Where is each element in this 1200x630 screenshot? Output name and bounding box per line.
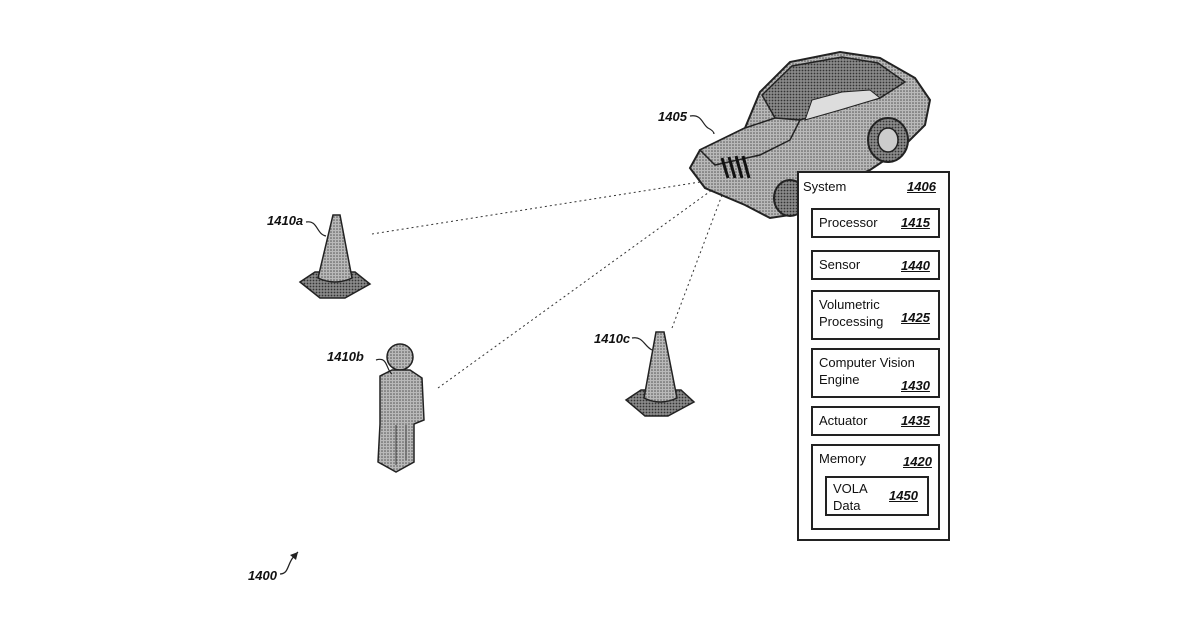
person-label: 1410b (327, 349, 364, 364)
component-actuator: Actuator 1435 (811, 406, 940, 436)
figure-arrow (280, 552, 298, 574)
cone-a (300, 215, 370, 298)
component-label: Memory (819, 450, 866, 467)
system-box: System 1406 Processor 1415 Sensor 1440 V… (797, 171, 950, 541)
component-number: 1435 (901, 413, 930, 428)
component-processor: Processor 1415 (811, 208, 940, 238)
vehicle-label: 1405 (658, 109, 687, 124)
person (376, 344, 424, 472)
component-number: 1430 (901, 378, 930, 393)
cone-c (626, 332, 694, 416)
cone-a-leader (306, 222, 326, 236)
sensing-line-cone-a (372, 182, 700, 234)
component-label: VOLA Data (833, 480, 868, 514)
sensing-line-cone-c (672, 195, 722, 328)
vehicle-leader (690, 116, 714, 134)
component-sensor: Sensor 1440 (811, 250, 940, 280)
figure-label: 1400 (248, 568, 277, 583)
component-volumetric-processing: Volumetric Processing 1425 (811, 290, 940, 340)
system-title: System (803, 179, 846, 194)
component-computer-vision-engine: Computer Vision Engine 1430 (811, 348, 940, 398)
cone-c-label: 1410c (594, 331, 630, 346)
component-label: Sensor (819, 256, 860, 273)
component-vola-data: VOLA Data 1450 (825, 476, 929, 516)
component-label: Volumetric Processing (819, 296, 883, 330)
system-number: 1406 (907, 179, 936, 194)
cone-c-leader (632, 338, 652, 350)
component-number: 1440 (901, 258, 930, 273)
component-memory: Memory 1420 VOLA Data 1450 (811, 444, 940, 530)
component-label: Actuator (819, 412, 867, 429)
component-number: 1420 (903, 454, 932, 469)
cone-a-label: 1410a (267, 213, 303, 228)
component-number: 1425 (901, 310, 930, 325)
component-number: 1450 (889, 488, 918, 503)
component-number: 1415 (901, 215, 930, 230)
component-label: Processor (819, 214, 878, 231)
sensing-line-person (438, 190, 712, 388)
